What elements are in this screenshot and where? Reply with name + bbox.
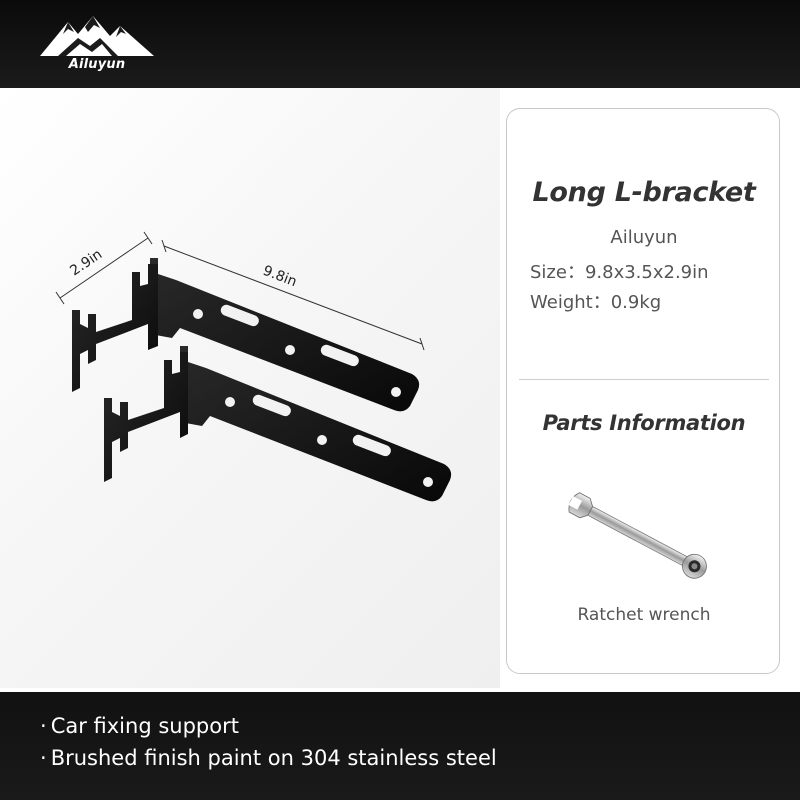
feature-text: Car fixing support xyxy=(50,714,239,738)
length-dimension-label: 9.8in xyxy=(261,263,299,290)
header-band: Ailuyun xyxy=(0,0,800,88)
feature-bullet: · xyxy=(40,746,47,770)
parts-information-title: Parts Information xyxy=(542,411,746,435)
mountain-logo-icon xyxy=(40,16,154,56)
feature-item: ·Car fixing support xyxy=(40,714,239,738)
product-info-card: Long L-bracket Ailuyun Size：9.8x3.5x2.9i… xyxy=(506,108,780,674)
size-value: 9.8x3.5x2.9in xyxy=(584,262,709,283)
l-bracket-back xyxy=(72,258,420,412)
weight-value: 0.9kg xyxy=(610,292,662,313)
brand-logo: Ailuyun xyxy=(38,12,156,76)
width-dimension-label: 2.9in xyxy=(67,246,105,279)
part-label: Ratchet wrench xyxy=(577,605,711,625)
size-spec: Size：9.8x3.5x2.9in xyxy=(530,258,709,284)
feature-bullet: · xyxy=(40,714,47,738)
section-divider xyxy=(519,379,769,380)
feature-item: ·Brushed finish paint on 304 stainless s… xyxy=(40,746,497,770)
feature-text: Brushed finish paint on 304 stainless st… xyxy=(50,746,497,770)
ratchet-wrench-icon xyxy=(568,492,707,579)
brand-name: Ailuyun xyxy=(610,227,678,248)
weight-label: Weight： xyxy=(530,292,611,313)
logo-text: Ailuyun xyxy=(68,57,126,72)
size-label: Size： xyxy=(530,262,585,283)
l-bracket-illustration: 2.9in 9.8in xyxy=(55,231,452,502)
l-bracket-front xyxy=(104,346,452,502)
width-dimension xyxy=(55,231,153,305)
length-dimension xyxy=(161,239,425,351)
product-title: Long L-bracket xyxy=(532,177,756,208)
weight-spec: Weight：0.9kg xyxy=(530,288,661,314)
features-band: ·Car fixing support ·Brushed finish pain… xyxy=(0,692,800,800)
product-image: 2.9in 9.8in xyxy=(0,88,500,688)
